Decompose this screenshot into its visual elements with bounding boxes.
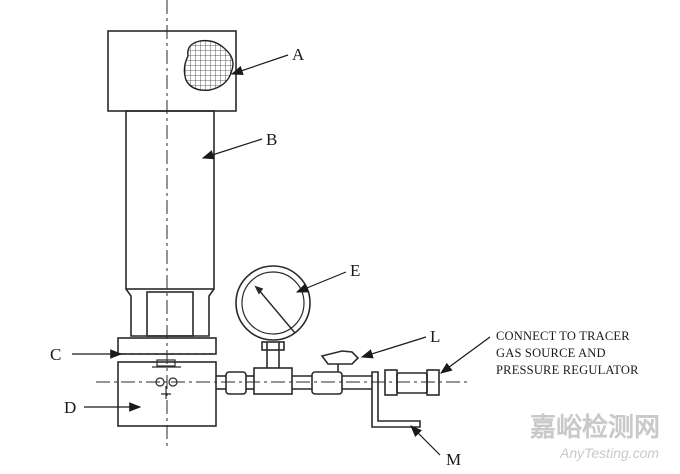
leader-m [410, 425, 441, 456]
mounting-bracket-m [371, 369, 440, 428]
label-c: C [50, 345, 61, 364]
note-line-3: PRESSURE REGULATOR [496, 363, 639, 377]
leader-l [360, 336, 427, 359]
label-l: L [430, 327, 440, 346]
pressure-gauge-e [235, 265, 311, 341]
label-a: A [292, 45, 305, 64]
cylinder-neck [125, 288, 215, 337]
label-b: B [266, 130, 277, 149]
gas-line-piping [216, 367, 372, 395]
note-line-1: CONNECT TO TRACER [496, 329, 630, 343]
watermark-en: AnyTesting.com [559, 445, 659, 461]
gasket-c [117, 337, 217, 355]
leader-e [295, 271, 347, 293]
cylinder-b [125, 110, 215, 290]
label-m: M [446, 450, 461, 469]
label-e: E [350, 261, 360, 280]
hatched-sample-region [183, 39, 234, 91]
label-d: D [64, 398, 76, 417]
leader-a [230, 54, 289, 76]
note-line-2: GAS SOURCE AND [496, 346, 606, 360]
shutoff-valve-l [320, 350, 360, 372]
gauge-stem [261, 341, 285, 368]
base-block-d [117, 361, 217, 427]
watermark-cn: 嘉峪检测网 [530, 412, 660, 443]
inner-window [146, 291, 194, 337]
leader-note [440, 336, 491, 374]
leader-b [201, 138, 263, 160]
